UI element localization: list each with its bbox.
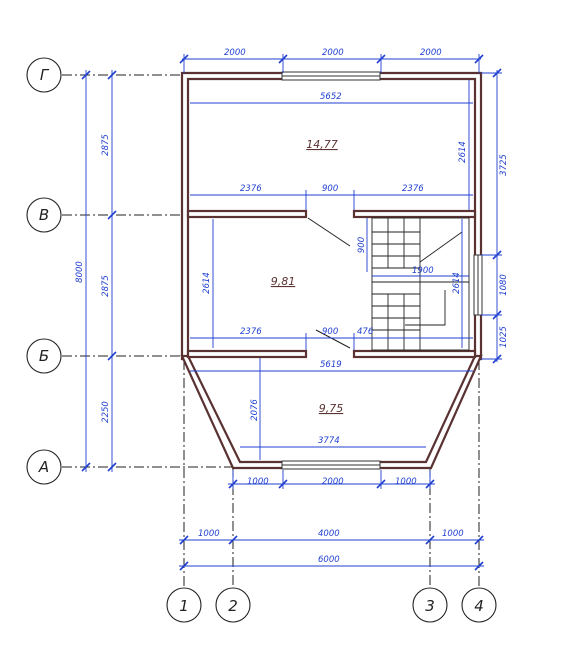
dim-axis-b: 4000 <box>318 529 340 539</box>
dim-opening-c: 900 <box>322 327 338 337</box>
axis-bubble-4 <box>461 587 497 623</box>
dim-stair-width: 1900 <box>412 266 434 276</box>
dim-bot-c: 1000 <box>395 477 417 487</box>
windows <box>281 71 483 470</box>
dim-axis-c: 1000 <box>442 529 464 539</box>
dim-opening-b: 900 <box>322 184 338 194</box>
axis-bubble-g <box>26 57 62 93</box>
dimension-lines <box>85 54 502 567</box>
axis-label-g: Г <box>40 66 50 84</box>
dimension-ticks <box>81 54 502 571</box>
doors <box>307 217 351 349</box>
dim-left-total: 8000 <box>75 261 85 283</box>
dim-wall-right-b: 2376 <box>402 184 424 194</box>
dim-left-c: 2250 <box>101 401 111 423</box>
dim-upper-height: 2614 <box>458 141 468 163</box>
dim-left-a: 2875 <box>101 134 111 156</box>
axis-lines-cols <box>183 360 480 588</box>
dim-wall-left-b: 2376 <box>240 184 262 194</box>
dim-bottom-inner: 3774 <box>318 436 340 446</box>
dim-stair-height: 2614 <box>452 272 462 294</box>
axis-label-v: В <box>39 206 49 224</box>
axis-label-3: 3 <box>425 597 435 615</box>
dim-right-a: 3725 <box>499 154 509 176</box>
axis-bubble-b <box>26 338 62 374</box>
staircase <box>371 217 470 351</box>
dim-axis-a: 1000 <box>198 529 220 539</box>
room-middle-area: 9,81 <box>271 275 296 288</box>
dimension-labels: 2000 2000 2000 5652 2614 2376 900 2376 9… <box>75 48 509 565</box>
axis-bubble-3 <box>412 587 448 623</box>
dim-lower-height: 2076 <box>250 399 260 421</box>
dim-left-b: 2875 <box>101 275 111 297</box>
room-lower-area: 9,75 <box>319 402 344 415</box>
dim-lower-width: 5619 <box>320 360 342 370</box>
axis-label-a: А <box>38 458 49 476</box>
dim-bot-a: 1000 <box>247 477 269 487</box>
axis-lines-rows <box>62 74 232 468</box>
axis-bubble-2 <box>215 587 251 623</box>
dim-right-b: 1080 <box>499 274 509 296</box>
dim-wall-left-c: 2376 <box>240 327 262 337</box>
axis-label-b: Б <box>39 347 49 365</box>
dim-mid-height: 2614 <box>202 272 212 294</box>
room-upper-area: 14,77 <box>306 138 338 151</box>
dim-right-c: 1025 <box>499 326 509 348</box>
axis-label-4: 4 <box>474 597 484 615</box>
dim-wall-right-c: 476 <box>357 327 374 337</box>
dim-upper-width: 5652 <box>320 92 342 102</box>
axis-label-2: 2 <box>228 597 238 615</box>
dim-top-b: 2000 <box>322 48 344 58</box>
axis-label-1: 1 <box>179 597 189 615</box>
axis-bubble-a <box>26 449 62 485</box>
dim-bot-b: 2000 <box>322 477 344 487</box>
axis-bubble-1 <box>166 587 202 623</box>
dim-door-v: 900 <box>357 237 367 253</box>
dim-top-c: 2000 <box>420 48 442 58</box>
dim-top-a: 2000 <box>224 48 246 58</box>
dim-overall: 6000 <box>318 555 340 565</box>
room-area-labels: 14,77 9,81 9,75 <box>271 138 344 415</box>
axis-bubbles-rows: Г В Б А <box>26 57 62 485</box>
axis-bubble-v <box>26 197 62 233</box>
axis-bubbles-cols: 1 2 3 4 <box>166 587 497 623</box>
